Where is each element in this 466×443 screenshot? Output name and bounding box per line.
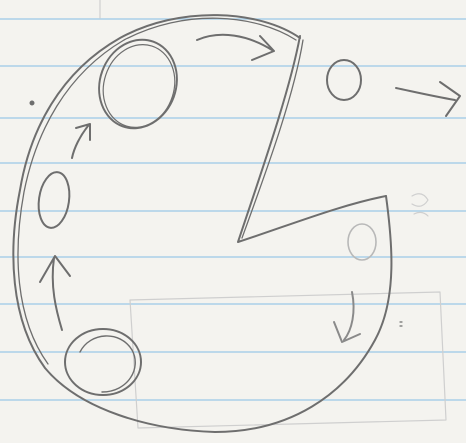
pencil-dot — [31, 102, 34, 105]
step-circle-scribble — [80, 336, 135, 392]
flow-arrow — [344, 292, 354, 340]
erased-circle — [348, 224, 376, 260]
ruled-lines — [0, 19, 466, 400]
show-through-marks — [100, 0, 446, 428]
flow-arrow-head — [252, 36, 274, 60]
erased-sketch — [348, 224, 376, 260]
step-circle — [35, 170, 73, 230]
pencil-dot — [400, 322, 402, 326]
flow-arrow — [72, 126, 88, 158]
ghost-box — [130, 292, 446, 428]
flow-arrow-head — [40, 256, 70, 282]
flow-arrow — [396, 88, 455, 100]
pie-outline — [13, 15, 391, 432]
step-circle — [65, 329, 141, 395]
ghost-mark — [412, 194, 428, 207]
step-circle — [93, 35, 186, 137]
flow-arrow — [53, 258, 62, 330]
ghost-mark — [414, 212, 428, 216]
flow-arrow-head — [334, 322, 360, 342]
sketch — [13, 15, 460, 432]
